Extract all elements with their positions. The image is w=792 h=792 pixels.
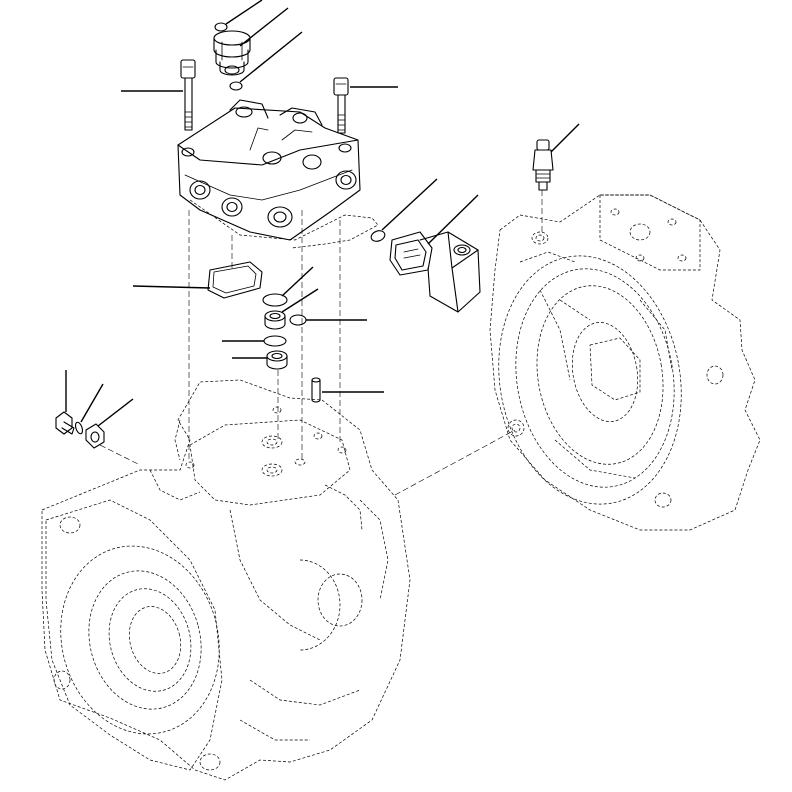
oring-middle	[263, 335, 287, 347]
bolt-right	[333, 77, 349, 134]
leader-oring-plug	[80, 383, 104, 423]
leader-oring-top-small	[225, 0, 263, 25]
bushing-upper	[264, 310, 286, 330]
leader-oring-solenoid	[381, 178, 438, 231]
dowel-pin	[311, 377, 321, 403]
leader-oring-large	[281, 266, 314, 297]
assembly-axis-lines	[99, 190, 543, 496]
sensor-fitting-right	[532, 139, 554, 191]
leader-oring-top-lower	[239, 31, 303, 83]
pressure-sensor-plug	[213, 30, 251, 76]
leader-solenoid-valve	[427, 194, 479, 245]
pump-housing	[41, 379, 411, 781]
oring-plug	[74, 421, 84, 435]
plug-large	[85, 423, 105, 449]
leader-pressure-sensor-plug	[239, 7, 289, 47]
callout-leaders	[65, 0, 580, 427]
valve-block	[177, 99, 379, 249]
oring-top-lower	[229, 81, 243, 91]
plug-small	[55, 411, 75, 435]
leader-gasket	[132, 285, 211, 289]
oring-top-small	[214, 22, 228, 32]
solenoid-valve	[389, 231, 481, 313]
bushing-lower	[266, 350, 288, 370]
leader-sensor-fitting-right	[550, 123, 580, 153]
oring-large	[262, 293, 288, 307]
gasket	[207, 261, 263, 299]
end-cover-housing	[489, 194, 761, 531]
leader-plug-large	[97, 398, 134, 427]
leader-bushing-upper	[281, 288, 319, 313]
bolt-left	[180, 59, 196, 131]
oring-solenoid	[370, 230, 386, 242]
oring-right-small	[289, 314, 307, 326]
